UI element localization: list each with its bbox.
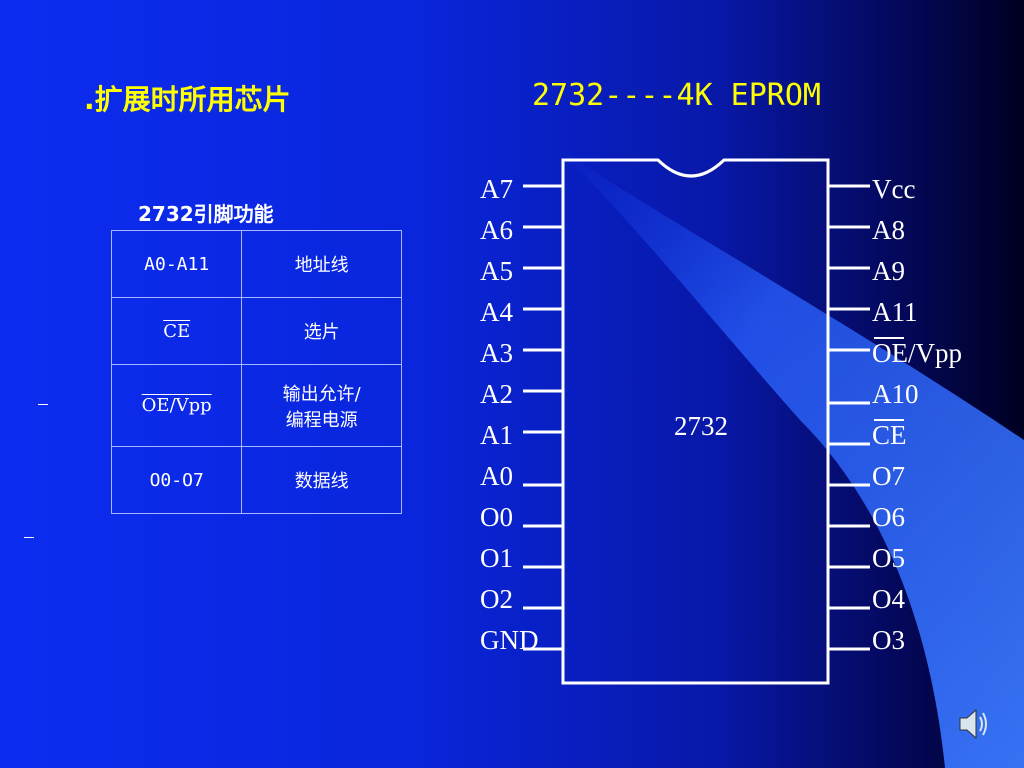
function-line: 编程电源 [285,409,358,431]
pin-label-o6: O6 [872,502,905,532]
table-row: OE/Vpp 输出允许/ 编程电源 [110,364,402,447]
pin-label-o1: O1 [480,543,513,573]
slide-title: .扩展时所用芯片 [84,83,291,116]
chip-body [561,158,830,685]
pin-label-oe-vpp: OE/Vpp [872,338,962,368]
pin-label-a4: A4 [480,297,513,327]
pin-label-gnd: GND [480,625,539,655]
pin-cell: O0-O7 [110,446,243,514]
pin-label-a8: A8 [872,215,905,245]
stray-mark [24,537,34,538]
stray-mark [38,404,48,405]
pin-label-o2: O2 [480,584,513,614]
pin-cell: CE [110,297,243,365]
speaker-icon[interactable] [956,704,992,744]
pin-label-a11: A11 [872,297,918,327]
pin-label-a1: A1 [480,420,513,450]
pin-label-a5: A5 [480,256,513,286]
pin-label-a6: A6 [480,215,513,245]
pin-label-a7: A7 [480,174,513,204]
pin-label-o0: O0 [480,502,513,532]
pin-label-vcc: Vcc [872,174,915,204]
chip-label: 2732 [674,411,728,441]
table-caption: 2732引脚功能 [138,202,274,226]
function-cell: 输出允许/ 编程电源 [241,364,402,447]
pin-name-ce: CE [163,320,191,342]
pin-label-a10: A10 [872,379,919,409]
pin-label-a9: A9 [872,256,905,286]
pin-cell: A0-A11 [110,230,243,298]
table-row: CE 选片 [110,297,402,365]
pin-label-a0: A0 [480,461,513,491]
pin-cell: OE/Vpp [110,364,243,447]
pin-label-a2: A2 [480,379,513,409]
function-line: 输出允许/ [282,383,361,405]
pin-label-a3: A3 [480,338,513,368]
pin-label-o3: O3 [872,625,905,655]
chip-title: 2732----4K EPROM [532,78,821,113]
function-cell: 选片 [241,297,402,365]
pin-function-table: A0-A11 地址线 CE 选片 OE/Vpp 输出允许/ 编程电源 O0-O7… [110,230,402,514]
table-row: O0-O7 数据线 [110,446,402,514]
function-cell: 数据线 [241,446,402,514]
pin-label-o7: O7 [872,461,905,491]
pin-label-ce: CE [872,420,907,450]
table-row: A0-A11 地址线 [110,230,402,298]
pin-label-o4: O4 [872,584,905,614]
pin-label-o5: O5 [872,543,905,573]
pin-name-oe-vpp: OE/Vpp [141,395,212,416]
